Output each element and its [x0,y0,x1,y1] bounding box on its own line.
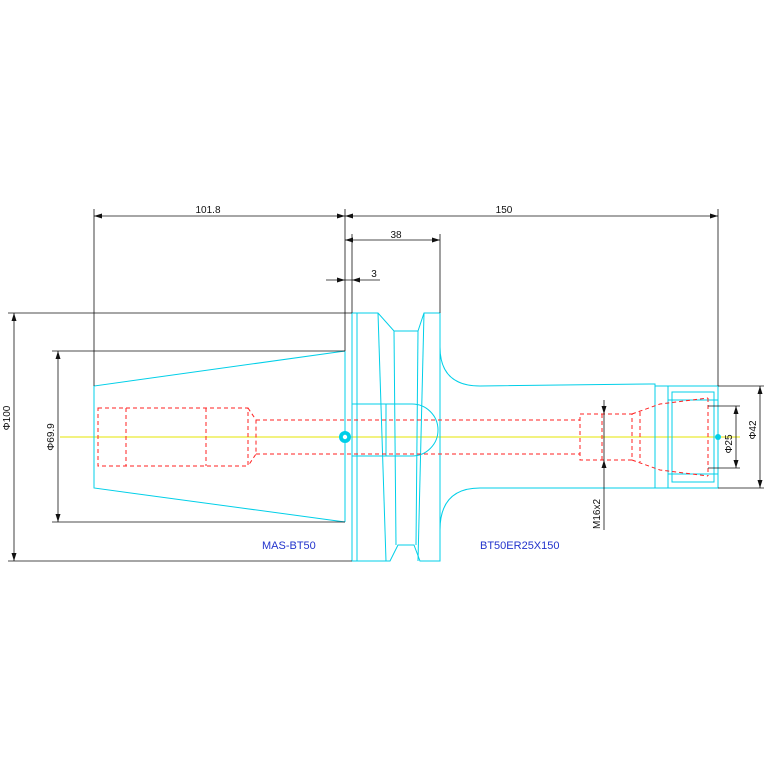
arrow [733,406,739,414]
arrow [55,514,61,522]
part-outline [93,312,719,562]
arrow [601,406,607,414]
gauge-marker-dot [342,434,348,440]
arrow [11,313,17,321]
arrow [337,277,345,283]
dim-text-collet-diameter: Φ25 [724,434,735,454]
arrow [345,237,353,243]
dim-text-flange-offset: 3 [371,269,377,280]
arrow [352,277,360,283]
arrow [94,213,102,219]
v-groove-left [393,330,397,546]
dim-text-taper-diameter: Φ69.9 [46,423,57,451]
shaft-upper [439,346,668,387]
collet-taper-top [631,397,709,415]
label-pull-stud: MAS-BT50 [262,540,316,552]
arrow [345,213,353,219]
dim-text-nut-diameter: Φ42 [748,420,759,440]
hidden-features [97,397,709,477]
dim-text-flange-diameter: Φ100 [2,405,13,430]
gauge-marker [339,431,721,443]
dimension-arrows [11,213,763,561]
flange-inner-left [377,312,387,562]
dim-text-thread: M16x2 [592,499,603,529]
taper-bore-end [247,407,257,467]
taper-bore-hidden [97,407,249,467]
collet-taper-bottom [631,459,709,477]
shaft-lower [439,487,668,531]
arrow [757,480,763,488]
arrow [432,237,440,243]
arrow [733,460,739,468]
arrow [710,213,718,219]
arrow [601,460,607,468]
dimension-lines [8,209,764,562]
arrow [757,386,763,394]
collet-nut-inner [671,391,715,483]
taper-shank-outline [93,350,346,523]
dim-text-overall-length: 150 [496,205,513,216]
arrow [55,351,61,359]
nut-end-marker [715,434,721,440]
arrow [337,213,345,219]
v-groove-right [415,330,419,546]
label-holder: BT50ER25X150 [480,540,560,552]
flange-bore [352,403,439,457]
dim-text-taper-length: 101.8 [195,205,220,216]
dim-text-flange-width: 38 [390,230,402,241]
flange-inner-right [417,312,425,562]
arrow [11,553,17,561]
